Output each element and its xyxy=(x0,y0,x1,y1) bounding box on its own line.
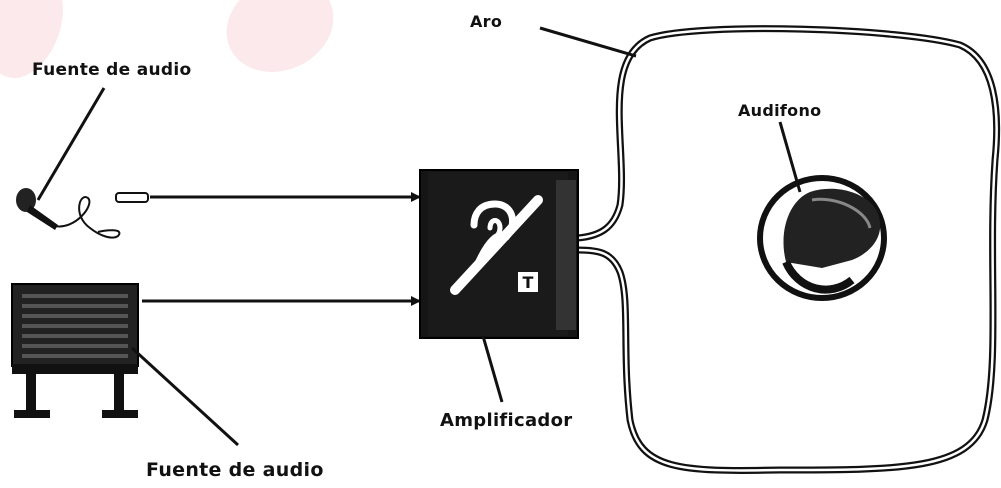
speaker-icon xyxy=(11,283,139,418)
label-audifono: Audifono xyxy=(738,101,822,120)
audifono-leader xyxy=(778,121,802,193)
aro-leader-line xyxy=(539,26,637,58)
fuente-bottom-leader xyxy=(130,346,240,447)
amplifier-badge: T xyxy=(523,273,534,292)
hearing-aid-icon xyxy=(757,175,887,301)
loop-inner-line xyxy=(577,27,998,472)
microphone-icon xyxy=(16,188,149,239)
loop-aro xyxy=(577,25,1001,474)
label-aro: Aro xyxy=(470,12,503,31)
fuente-top-leader xyxy=(36,87,106,201)
label-amplificador: Amplificador xyxy=(440,410,573,431)
label-fuente-de-audio-top: Fuente de audio xyxy=(32,60,192,80)
hearing-loop-icon: T xyxy=(450,195,543,295)
amplifier: T xyxy=(419,169,579,339)
amplificador-leader xyxy=(481,335,504,403)
label-fuente-de-audio-bottom: Fuente de audio xyxy=(146,459,324,481)
